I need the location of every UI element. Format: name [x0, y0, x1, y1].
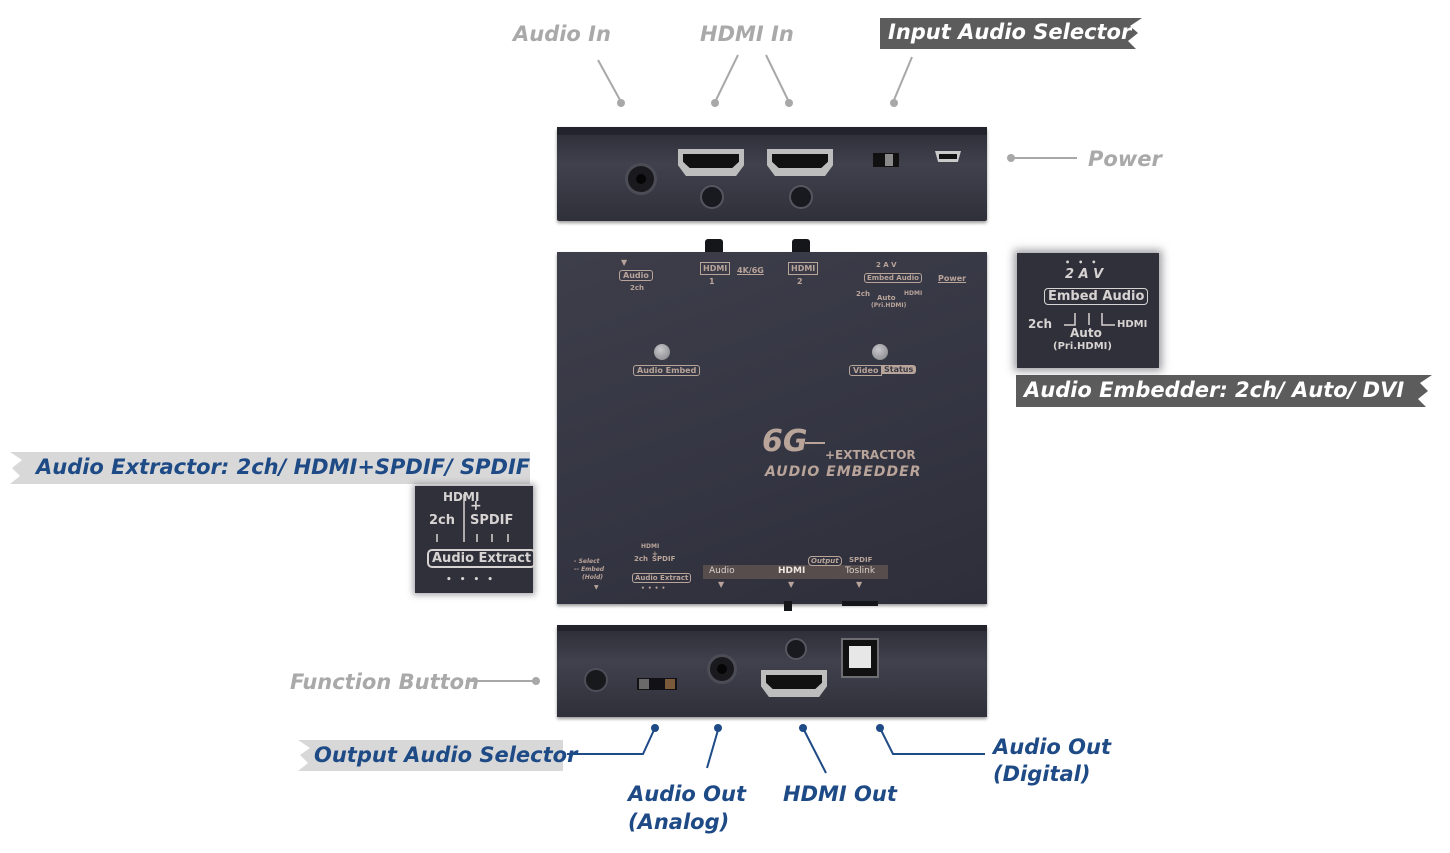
device-top-view: ▼ Audio 2ch HDMI 1 4K/6G HDMI 2 2 A V Em… [557, 239, 987, 611]
audio-in-line [597, 59, 621, 101]
toslink-port[interactable] [841, 638, 879, 678]
hdmi-in-label: HDMI In [700, 22, 794, 46]
hdmi-out-label: HDMI Out [783, 782, 897, 806]
audio-embed-button[interactable] [654, 344, 670, 360]
output-panel [557, 625, 987, 717]
spec-print: 4K/6G [737, 266, 764, 275]
output-audio-selector-switch[interactable] [637, 678, 677, 690]
hdmi-in-port-2[interactable] [767, 149, 833, 176]
output-audio-selector-label: Output Audio Selector [314, 743, 578, 767]
hdmi-lock-screw-2 [789, 185, 813, 209]
audio-out-digital-label-1: Audio Out [993, 735, 1112, 759]
function-button[interactable] [584, 668, 608, 692]
input-selector-line [893, 56, 913, 101]
hdmi-out-port[interactable] [761, 670, 827, 697]
video-status-button[interactable] [872, 344, 888, 360]
input-panel [557, 127, 987, 221]
power-port[interactable] [935, 151, 961, 162]
power-label: Power [1088, 147, 1162, 171]
function-button-label: Function Button [290, 670, 480, 694]
hdmi2-print: HDMI [788, 262, 819, 275]
audio-in-print: Audio [619, 270, 653, 281]
audio-out-analog-label-2: (Analog) [628, 810, 730, 834]
hdmi-in-port-1[interactable] [678, 149, 744, 176]
audio-out-analog-jack[interactable] [707, 654, 737, 684]
audio-embedder-label: Audio Embedder: 2ch/ Auto/ DVI [1024, 378, 1405, 402]
power-print: Power [938, 274, 967, 283]
audio-out-analog-label-1: Audio Out [628, 782, 747, 806]
hdmi-lock-screw-1 [700, 185, 724, 209]
output-selector-line [567, 729, 655, 755]
hdmi-in-line-1 [715, 54, 739, 101]
audio-out-digital-label-2: (Digital) [993, 762, 1091, 786]
hdmi-out-lock-screw [785, 638, 807, 660]
embed-audio-print: Embed Audio [864, 273, 922, 283]
embed-audio-title: Embed Audio [1044, 288, 1149, 305]
audio-out-analog-line [706, 729, 719, 769]
hdmi-in-line-2 [765, 54, 789, 101]
hdmi1-print: HDMI [700, 262, 731, 275]
input-audio-selector-ribbon: Input Audio Selector [880, 18, 1142, 49]
output-audio-selector-ribbon: Output Audio Selector [298, 740, 577, 771]
hdmi-out-line [803, 729, 827, 774]
audio-extractor-label: Audio Extractor: 2ch/ HDMI+SPDIF/ SPDIF [36, 455, 531, 479]
audio-embedder-ribbon: Audio Embedder: 2ch/ Auto/ DVI [1016, 375, 1432, 407]
audio-in-jack[interactable] [625, 163, 657, 195]
output-strip [703, 565, 888, 579]
brand-embedder: AUDIO EMBEDDER [765, 464, 922, 480]
audio-out-digital-line [880, 729, 985, 755]
audio-in-label: Audio In [513, 22, 611, 46]
audio-extract-title: Audio Extract [427, 549, 537, 568]
audio-extractor-ribbon: Audio Extractor: 2ch/ HDMI+SPDIF/ SPDIF [10, 452, 530, 484]
audio-extract-zoom: HDMI + 2ch SPDIF Audio Extract •••• [415, 486, 537, 593]
input-audio-selector-label: Input Audio Selector [888, 20, 1132, 44]
embed-audio-zoom: ••• 2 A V Embed Audio 2ch Auto HDMI (Pri… [1017, 253, 1159, 368]
brand-6g: 6G [762, 424, 808, 459]
input-audio-selector-switch[interactable] [873, 153, 899, 167]
